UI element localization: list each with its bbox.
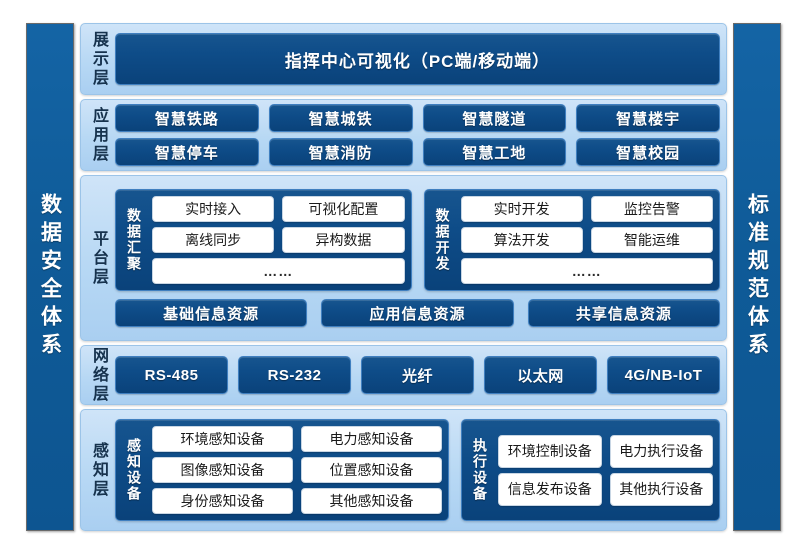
app-item[interactable]: 智慧楼宇 (576, 104, 720, 132)
layer-application: 应用层 智慧铁路 智慧城铁 智慧隧道 智慧楼宇 智慧停车 智慧消防 智慧工地 智… (80, 99, 727, 171)
sensing-item[interactable]: 电力感知设备 (301, 426, 442, 452)
sensing-group-label: 执行设备 (472, 438, 488, 502)
sidebar-right-standards: 标准规范体系 (733, 23, 781, 531)
network-item[interactable]: RS-232 (238, 356, 351, 394)
layer-display-body: 指挥中心可视化（PC端/移动端） (115, 24, 726, 94)
layer-application-body: 智慧铁路 智慧城铁 智慧隧道 智慧楼宇 智慧停车 智慧消防 智慧工地 智慧校园 (115, 100, 726, 170)
platform-groups: 数据汇聚 实时接入 可视化配置 离线同步 异构数据 …… 数据开发 实时开发 监… (115, 189, 720, 291)
app-item[interactable]: 智慧隧道 (422, 104, 567, 132)
platform-item[interactable]: 监控告警 (590, 196, 713, 222)
platform-group-label: 数据开发 (434, 208, 451, 272)
layer-sensing-body: 感知设备 环境感知设备 电力感知设备 图像感知设备 位置感知设备 身份感知设备 … (115, 410, 726, 530)
platform-item-more[interactable]: …… (152, 258, 405, 284)
sidebar-right-label: 标准规范体系 (745, 193, 769, 361)
sensing-item[interactable]: 位置感知设备 (301, 457, 442, 483)
actuator-item[interactable]: 环境控制设备 (498, 434, 602, 468)
sensing-group-actuators: 执行设备 环境控制设备 电力执行设备 信息发布设备 其他执行设备 (461, 419, 720, 521)
actuator-item[interactable]: 信息发布设备 (498, 472, 602, 506)
network-item[interactable]: 光纤 (361, 356, 474, 394)
actuator-item[interactable]: 其他执行设备 (609, 472, 713, 506)
sidebar-left-data-security: 数据安全体系 (26, 23, 74, 531)
platform-item[interactable]: 可视化配置 (282, 196, 405, 222)
layer-platform: 平台层 数据汇聚 实时接入 可视化配置 离线同步 异构数据 …… 数据开发 (80, 175, 727, 341)
platform-resource-item[interactable]: 共享信息资源 (527, 299, 720, 327)
platform-item[interactable]: 离线同步 (152, 227, 275, 253)
sidebar-left-label: 数据安全体系 (38, 193, 62, 361)
platform-resource-item[interactable]: 应用信息资源 (321, 299, 514, 327)
sensing-groups: 感知设备 环境感知设备 电力感知设备 图像感知设备 位置感知设备 身份感知设备 … (115, 419, 720, 521)
platform-group-label: 数据汇聚 (126, 208, 142, 272)
sensing-item[interactable]: 环境感知设备 (152, 426, 293, 452)
platform-resource-item[interactable]: 基础信息资源 (115, 299, 308, 327)
sensing-item[interactable]: 图像感知设备 (152, 457, 293, 483)
sensing-group-items: 环境感知设备 电力感知设备 图像感知设备 位置感知设备 身份感知设备 其他感知设… (152, 426, 442, 514)
layer-platform-label: 平台层 (90, 229, 107, 287)
sensing-group-sensors: 感知设备 环境感知设备 电力感知设备 图像感知设备 位置感知设备 身份感知设备 … (115, 419, 449, 521)
sensing-item[interactable]: 其他感知设备 (301, 488, 442, 514)
sensing-group-label: 感知设备 (126, 438, 142, 502)
platform-group-items: 实时接入 可视化配置 离线同步 异构数据 …… (152, 196, 405, 284)
display-command-center-item[interactable]: 指挥中心可视化（PC端/移动端） (115, 33, 720, 85)
layer-network-body: RS-485 RS-232 光纤 以太网 4G/NB-IoT (115, 346, 726, 404)
layer-sensing: 感知层 感知设备 环境感知设备 电力感知设备 图像感知设备 位置感知设备 身份感… (80, 409, 727, 531)
sensing-item[interactable]: 身份感知设备 (152, 488, 293, 514)
layer-platform-body: 数据汇聚 实时接入 可视化配置 离线同步 异构数据 …… 数据开发 实时开发 监… (115, 176, 726, 340)
platform-item-more[interactable]: …… (460, 258, 713, 284)
layer-display-label: 展示层 (90, 30, 107, 88)
layer-display: 展示层 指挥中心可视化（PC端/移动端） (80, 23, 727, 95)
app-item[interactable]: 智慧消防 (268, 138, 413, 166)
app-item[interactable]: 智慧工地 (422, 138, 567, 166)
layer-network-label: 网络层 (90, 346, 107, 404)
network-item[interactable]: 以太网 (484, 356, 597, 394)
app-item[interactable]: 智慧铁路 (115, 104, 259, 132)
sensing-group-items: 环境控制设备 电力执行设备 信息发布设备 其他执行设备 (498, 426, 713, 514)
app-item[interactable]: 智慧城铁 (268, 104, 413, 132)
network-item[interactable]: 4G/NB-IoT (607, 356, 720, 394)
platform-group-data-development: 数据开发 实时开发 监控告警 算法开发 智能运维 …… (423, 189, 720, 291)
platform-item[interactable]: 异构数据 (282, 227, 405, 253)
application-grid: 智慧铁路 智慧城铁 智慧隧道 智慧楼宇 智慧停车 智慧消防 智慧工地 智慧校园 (115, 104, 720, 166)
platform-group-data-aggregation: 数据汇聚 实时接入 可视化配置 离线同步 异构数据 …… (115, 189, 412, 291)
actuator-item[interactable]: 电力执行设备 (609, 434, 713, 468)
platform-item[interactable]: 实时接入 (152, 196, 275, 222)
app-item[interactable]: 智慧校园 (576, 138, 720, 166)
layer-sensing-label: 感知层 (90, 441, 107, 499)
platform-item[interactable]: 智能运维 (590, 227, 713, 253)
platform-group-items: 实时开发 监控告警 算法开发 智能运维 …… (460, 196, 713, 284)
network-item[interactable]: RS-485 (115, 356, 228, 394)
layer-network: 网络层 RS-485 RS-232 光纤 以太网 4G/NB-IoT (80, 345, 727, 405)
app-item[interactable]: 智慧停车 (115, 138, 259, 166)
platform-resources: 基础信息资源 应用信息资源 共享信息资源 (115, 299, 720, 327)
platform-item[interactable]: 实时开发 (460, 196, 583, 222)
platform-item[interactable]: 算法开发 (460, 227, 583, 253)
network-grid: RS-485 RS-232 光纤 以太网 4G/NB-IoT (115, 356, 720, 394)
layer-application-label: 应用层 (90, 106, 107, 164)
